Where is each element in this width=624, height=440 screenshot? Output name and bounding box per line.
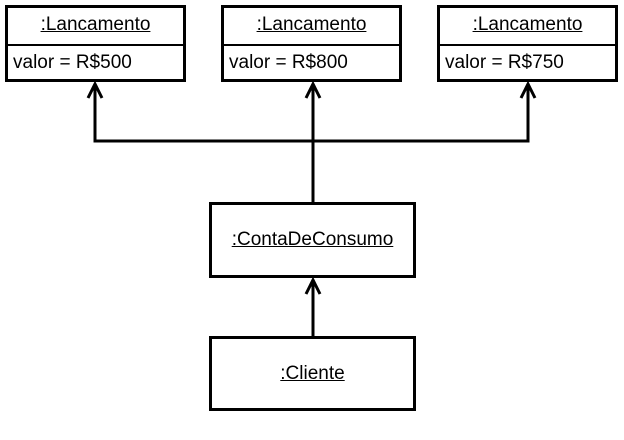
arrowhead-lancamento-1-icon bbox=[304, 80, 322, 99]
lancamento-object-name: :Lancamento bbox=[224, 8, 399, 46]
lancamento-object-3: :Lancamento valor = R$750 bbox=[437, 5, 618, 82]
lancamento-object-2: :Lancamento valor = R$800 bbox=[221, 5, 402, 82]
cliente-object-name: :Cliente bbox=[280, 362, 345, 384]
arrowhead-lancamento-0-icon bbox=[86, 80, 104, 99]
lancamento-object-1: :Lancamento valor = R$500 bbox=[5, 5, 186, 82]
lancamento-valor-attribute: valor = R$800 bbox=[229, 52, 348, 73]
cliente-object: :Cliente bbox=[209, 336, 416, 411]
lancamento-valor-attribute: valor = R$750 bbox=[445, 52, 564, 73]
lancamento-object-name: :Lancamento bbox=[8, 8, 183, 46]
conta-de-consumo-object-name: :ContaDeConsumo bbox=[231, 229, 394, 250]
lancamento-object-name: :Lancamento bbox=[440, 8, 615, 46]
arrowhead-lancamento-2-icon bbox=[519, 80, 537, 99]
conta-de-consumo-object: :ContaDeConsumo bbox=[209, 202, 416, 278]
arrowhead-conta-icon bbox=[304, 276, 322, 295]
lancamento-valor-attribute: valor = R$500 bbox=[13, 52, 132, 73]
